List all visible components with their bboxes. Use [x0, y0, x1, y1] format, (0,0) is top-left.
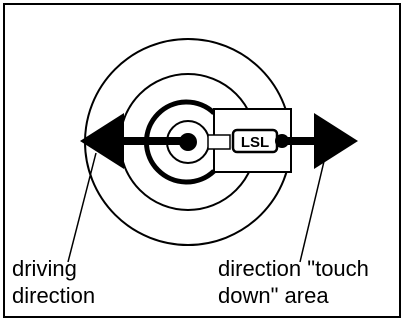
lsl-logo-text: LSL: [241, 134, 269, 151]
driving-direction-label-line1: driving: [12, 256, 77, 281]
touchdown-area-leader: [299, 152, 327, 263]
figure-border: [3, 3, 401, 318]
driving-direction-leader: [67, 152, 97, 263]
driving-direction-label: driving direction: [12, 255, 95, 309]
driving-direction-label-line2: direction: [12, 283, 96, 308]
touchdown-area-label-line1: direction "touch: [218, 256, 369, 281]
connector-stub: [207, 134, 231, 150]
touchdown-area-label-line2: down" area: [218, 283, 329, 308]
touchdown-area-label: direction "touch down" area: [218, 255, 369, 309]
driving-direction-arrowhead: [80, 113, 124, 169]
